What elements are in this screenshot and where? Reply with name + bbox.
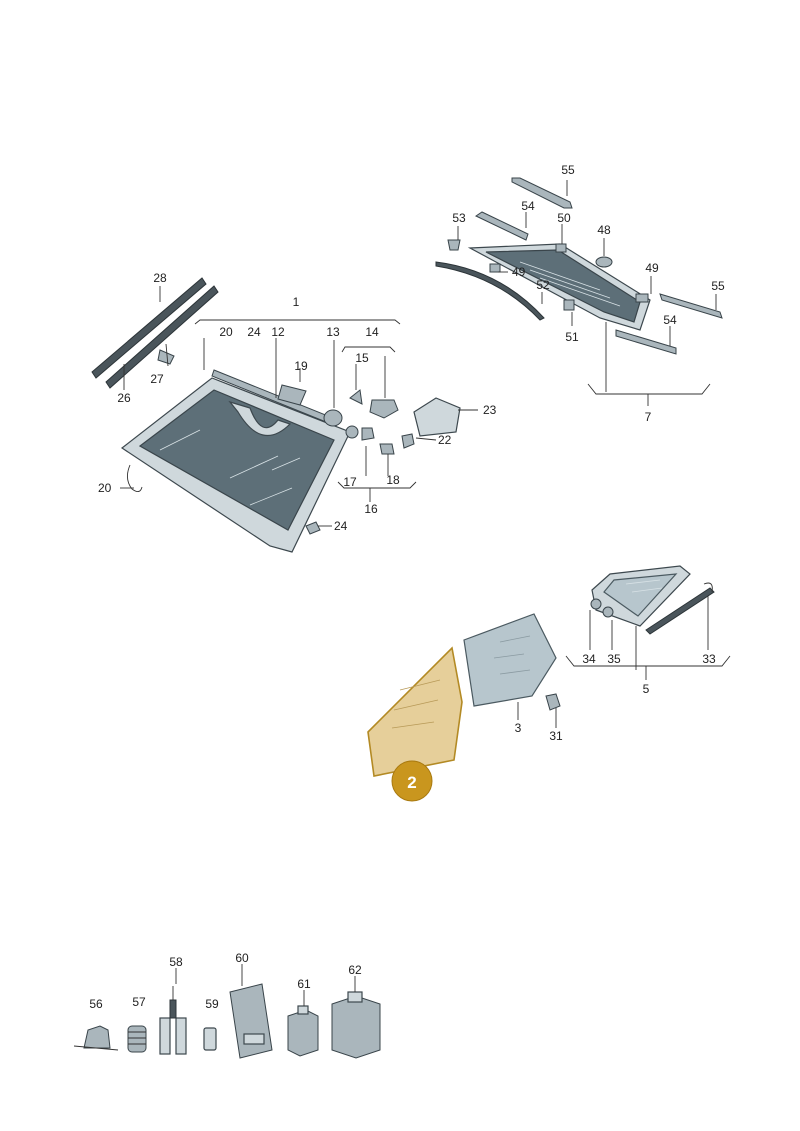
- rear-window-leaders: [457, 180, 717, 406]
- trim-54b[interactable]: [615, 329, 677, 355]
- side-window-leaders: [517, 596, 731, 728]
- label-12: 12: [271, 325, 285, 339]
- label-54b: 54: [663, 313, 677, 327]
- clip-34[interactable]: [590, 598, 602, 610]
- label-16: 16: [364, 502, 378, 516]
- label-31: 31: [549, 729, 563, 743]
- part-48[interactable]: [595, 256, 613, 268]
- part-56[interactable]: [83, 1025, 111, 1049]
- part-60[interactable]: [229, 983, 273, 1059]
- label-5: 5: [643, 682, 650, 696]
- part-57[interactable]: [127, 1025, 147, 1053]
- clip-22[interactable]: [401, 433, 415, 449]
- trim-55b[interactable]: [659, 293, 723, 319]
- label-3: 3: [515, 721, 522, 735]
- label-49b: 49: [645, 261, 659, 275]
- label-24a: 24: [247, 325, 261, 339]
- guide-31[interactable]: [545, 693, 561, 711]
- consumables-leaders: [175, 964, 356, 1006]
- label-50: 50: [557, 211, 571, 225]
- label-53: 53: [452, 211, 466, 225]
- label-24b: 24: [334, 519, 348, 533]
- label-34: 34: [582, 652, 596, 666]
- part-14[interactable]: [369, 399, 399, 419]
- part-17-ring[interactable]: [345, 425, 359, 439]
- mirror-base-19[interactable]: [277, 384, 307, 406]
- label-14: 14: [365, 325, 379, 339]
- label-18: 18: [386, 473, 400, 487]
- label-55a: 55: [561, 163, 575, 177]
- sensor-cable-20[interactable]: [127, 464, 143, 492]
- door-glass-3[interactable]: [463, 613, 557, 707]
- part-58[interactable]: [159, 986, 187, 1055]
- label-7: 7: [645, 410, 652, 424]
- windshield-group: 1 20 24 12 13 14 15 19 28 27 26 23 22 17…: [91, 271, 497, 553]
- clip-35[interactable]: [602, 606, 614, 618]
- label-13: 13: [326, 325, 340, 339]
- label-59: 59: [205, 997, 219, 1011]
- connector-50[interactable]: [555, 243, 567, 253]
- connector-51[interactable]: [563, 299, 575, 311]
- label-20b: 20: [98, 481, 112, 495]
- part-13[interactable]: [323, 409, 343, 427]
- part-62[interactable]: [331, 991, 381, 1059]
- label-27: 27: [150, 372, 164, 386]
- clip-27[interactable]: [157, 343, 175, 367]
- label-28: 28: [153, 271, 167, 285]
- label-48: 48: [597, 223, 611, 237]
- label-17: 17: [343, 475, 357, 489]
- label-51: 51: [565, 330, 579, 344]
- trim-strip-28[interactable]: [91, 277, 207, 379]
- consumables-group: 56 57 58 59 60 61 62: [73, 951, 381, 1059]
- label-33: 33: [702, 652, 716, 666]
- part-15[interactable]: [349, 389, 363, 405]
- clip-53[interactable]: [447, 239, 461, 251]
- label-23: 23: [483, 403, 497, 417]
- windshield-leaders: [120, 286, 478, 527]
- label-55b: 55: [711, 279, 725, 293]
- rear-window-group: 55 54 50 53 48 49 49 55 52 51 54 7: [435, 163, 725, 424]
- label-35: 35: [607, 652, 621, 666]
- clip-24[interactable]: [305, 521, 321, 535]
- label-49a: 49: [512, 265, 526, 279]
- label-20a: 20: [219, 325, 233, 339]
- trim-54a[interactable]: [474, 211, 529, 241]
- part-18[interactable]: [379, 443, 395, 455]
- part-59[interactable]: [203, 1027, 217, 1051]
- door-glass-2[interactable]: [367, 646, 463, 777]
- highlight-badge[interactable]: [391, 760, 433, 802]
- label-60: 60: [235, 951, 249, 965]
- label-15: 15: [355, 351, 369, 365]
- seal-33[interactable]: [645, 587, 715, 635]
- label-54a: 54: [521, 199, 535, 213]
- rear-trim-52[interactable]: [435, 261, 545, 321]
- side-window-group: 2 34 35 33 5 3 31: [367, 565, 731, 802]
- label-57: 57: [132, 995, 146, 1009]
- trim-55a[interactable]: [511, 177, 573, 209]
- part-61[interactable]: [287, 1005, 319, 1057]
- label-1: 1: [293, 295, 300, 309]
- label-62: 62: [348, 963, 362, 977]
- connector-49a[interactable]: [489, 263, 501, 273]
- label-19: 19: [294, 359, 308, 373]
- mirror-cover-23[interactable]: [413, 397, 461, 437]
- label-56: 56: [89, 997, 103, 1011]
- highlight-badge-label: 2: [407, 773, 416, 792]
- label-22: 22: [438, 433, 452, 447]
- connector-49b[interactable]: [635, 293, 649, 303]
- trim-strip-26[interactable]: [105, 285, 219, 389]
- label-58: 58: [169, 955, 183, 969]
- label-61: 61: [297, 977, 311, 991]
- label-52: 52: [536, 278, 550, 292]
- part-17[interactable]: [361, 427, 375, 441]
- label-26: 26: [117, 391, 131, 405]
